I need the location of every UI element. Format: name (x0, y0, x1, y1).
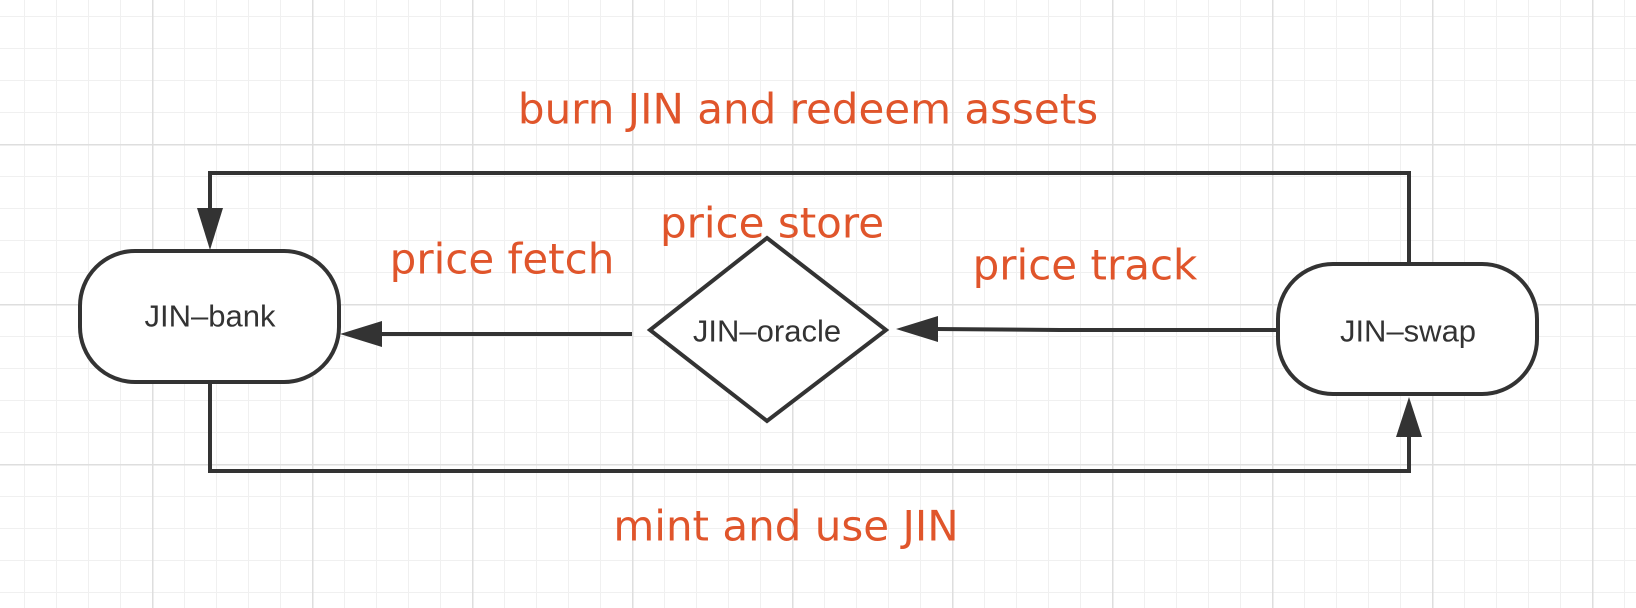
edge-burn-label: burn JIN and redeem assets (518, 85, 1098, 134)
edge-burn-line (208, 171, 1411, 262)
edge-burn-arrowhead (197, 208, 223, 250)
node-jin-bank-shape (78, 249, 341, 384)
node-jin-bank[interactable]: JIN–bank (78, 249, 341, 384)
edge-track (896, 316, 1278, 342)
node-jin-swap[interactable]: JIN–swap (1276, 262, 1539, 396)
node-jin-swap-label: JIN–swap (1340, 314, 1476, 349)
edge-track-arrowhead (896, 316, 938, 342)
edge-fetch-label: price fetch (390, 235, 615, 284)
edge-track-label: price track (973, 241, 1198, 290)
edge-track-line (934, 327, 1278, 332)
annotation-price-store: price store (660, 199, 884, 248)
node-jin-oracle[interactable]: JIN–oracle (646, 235, 890, 424)
node-jin-swap-shape (1276, 262, 1539, 396)
edge-fetch-arrowhead (340, 321, 382, 347)
edge-mint-label: mint and use JIN (613, 502, 958, 551)
node-jin-oracle-shape (646, 235, 890, 424)
edge-mint (208, 382, 1422, 473)
edge-fetch (340, 321, 632, 347)
node-jin-bank-label: JIN–bank (145, 299, 276, 334)
edge-mint-line (208, 382, 1411, 473)
node-jin-oracle-label: JIN–oracle (693, 314, 841, 349)
edge-burn (197, 171, 1411, 262)
edge-mint-arrowhead (1396, 397, 1422, 437)
